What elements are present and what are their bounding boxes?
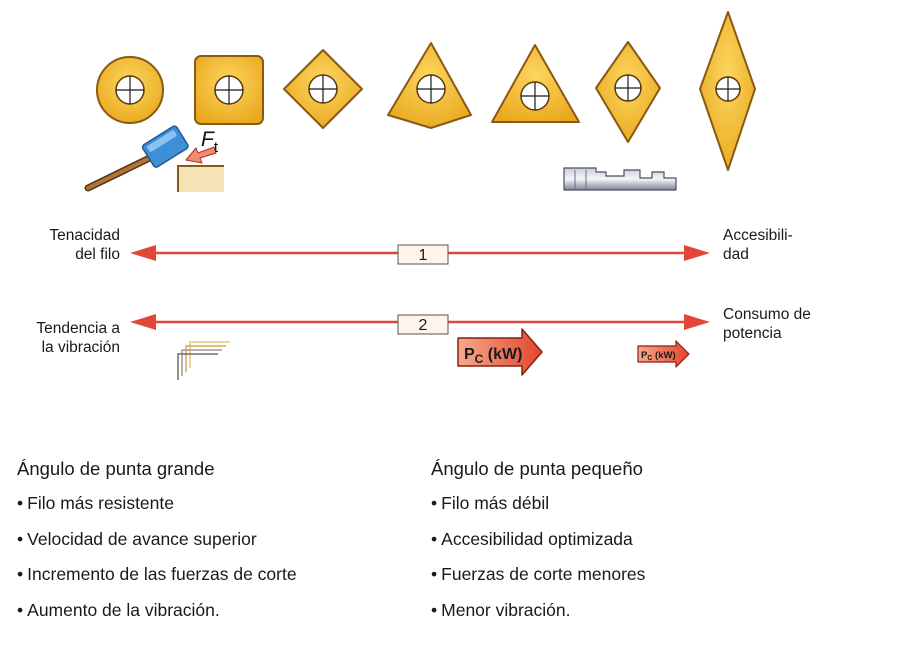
label-vibration-tendency: Tendencia a la vibración: [36, 320, 120, 356]
power-arrow-large: PC (kW): [457, 328, 543, 376]
list-item: Fuerzas de corte menores: [431, 563, 851, 599]
small-angle-column: Ángulo de punta pequeño Filo más débil A…: [431, 458, 851, 634]
small-angle-title: Ángulo de punta pequeño: [431, 458, 643, 479]
vibration-chips-icon: [177, 341, 230, 380]
list-item: Filo más resistente: [17, 492, 437, 528]
crosshairs: [116, 75, 740, 110]
double-arrow-1: 1: [130, 244, 710, 265]
power-arrow-small: PC (kW): [637, 340, 690, 368]
profiled-workpiece-icon: [563, 167, 677, 191]
label-power-consumption: Consumo de potencia: [723, 306, 811, 342]
list-item: Velocidad de avance superior: [17, 528, 437, 564]
hammer-icon: [84, 125, 189, 192]
label-accessibility: Accesibili- dad: [723, 227, 793, 263]
list-item: Accesibilidad optimizada: [431, 528, 851, 564]
arrow-2-number: 2: [419, 317, 428, 334]
insert-shape-diagram: Ft 1 2 PC (kW) PC (kW): [84, 11, 756, 380]
workpiece-block: [177, 165, 224, 192]
label-edge-toughness: Tenacidad del filo: [49, 227, 120, 263]
force-symbol: Ft: [201, 128, 219, 156]
list-item: Filo más débil: [431, 492, 851, 528]
double-arrow-2: 2: [130, 314, 710, 335]
large-angle-list: Filo más resistente Velocidad de avance …: [17, 492, 437, 634]
list-item: Menor vibración.: [431, 599, 851, 635]
large-angle-title: Ángulo de punta grande: [17, 458, 215, 479]
svg-text:PC (kW): PC (kW): [641, 350, 676, 362]
force-arrow: [185, 146, 217, 164]
svg-text:PC (kW): PC (kW): [464, 346, 522, 366]
large-angle-column: Ángulo de punta grande Filo más resisten…: [17, 458, 437, 634]
arrow-1-number: 1: [419, 247, 428, 264]
list-item: Incremento de las fuerzas de corte: [17, 563, 437, 599]
list-item: Aumento de la vibración.: [17, 599, 437, 635]
small-angle-list: Filo más débil Accesibilidad optimizada …: [431, 492, 851, 634]
